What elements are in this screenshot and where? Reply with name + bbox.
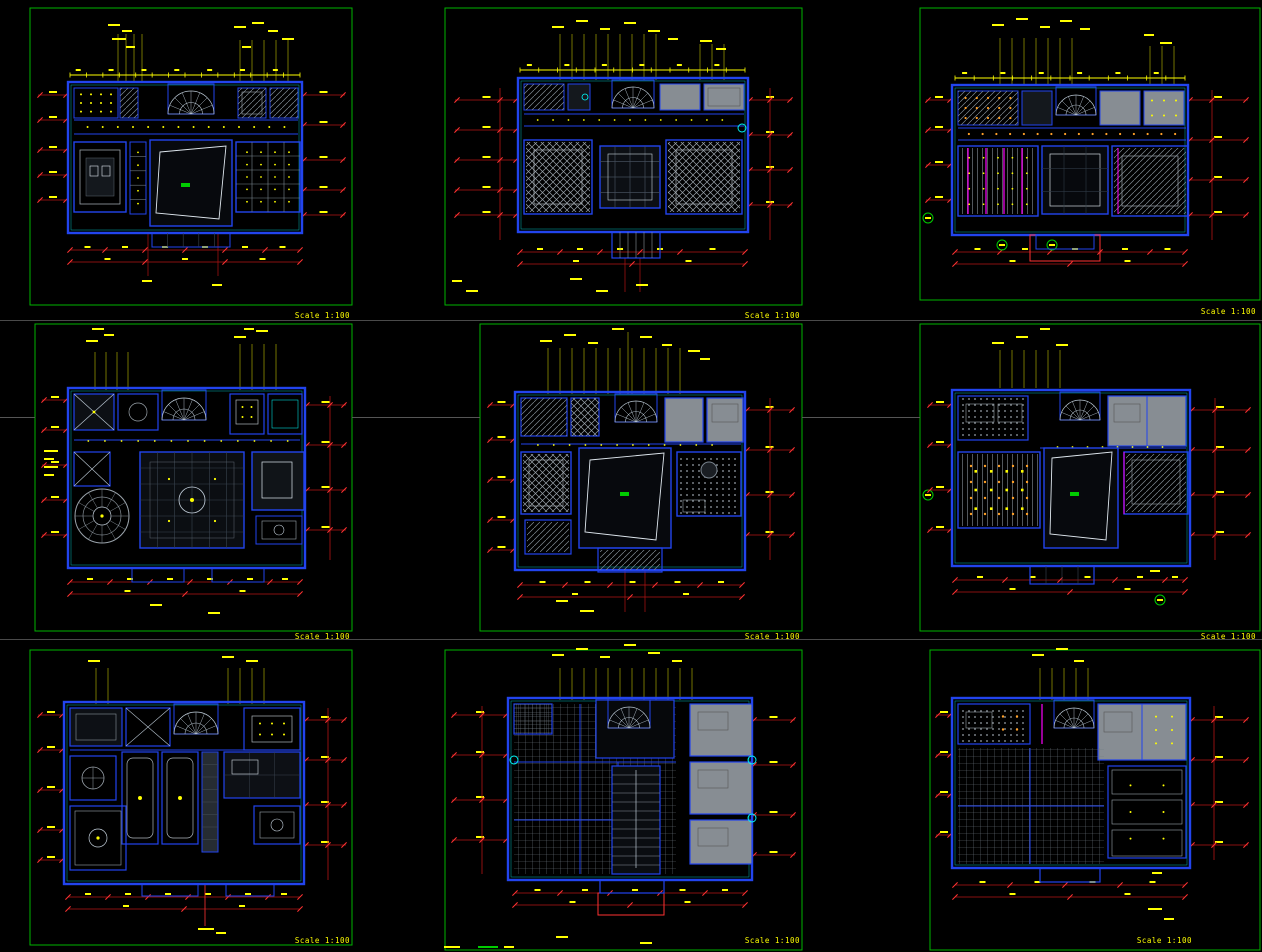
plan-panel-2[interactable] bbox=[444, 7, 803, 306]
grid-line-segment bbox=[352, 417, 480, 418]
row-separator-1 bbox=[0, 320, 1262, 321]
plan-panel-5-label: Scale 1:100 bbox=[744, 632, 800, 641]
row-separator-2 bbox=[0, 639, 1262, 640]
dimensions bbox=[922, 328, 1251, 606]
plan-panel-7-label: Scale 1:100 bbox=[294, 936, 350, 945]
plan-panel-9-label: Scale 1:100 bbox=[1136, 936, 1192, 945]
plan-body bbox=[506, 696, 757, 894]
bottom-annotations bbox=[444, 946, 514, 948]
plan-panel-4[interactable] bbox=[34, 323, 353, 632]
plan-panel-2-label: Scale 1:100 bbox=[744, 311, 800, 320]
plan-panel-5[interactable] bbox=[479, 323, 803, 632]
grid-line-segment bbox=[0, 417, 35, 418]
plan-body bbox=[62, 700, 306, 897]
dimensions bbox=[922, 18, 1249, 267]
plan-panel-6-label: Scale 1:100 bbox=[1200, 632, 1256, 641]
plan-panel-8[interactable] bbox=[444, 644, 803, 951]
plan-panel-3-label: Scale 1:100 bbox=[1200, 307, 1256, 316]
plan-body bbox=[66, 386, 307, 583]
dimensions bbox=[487, 328, 795, 612]
plan-body bbox=[516, 76, 750, 259]
dimensions bbox=[452, 20, 793, 292]
dimensions bbox=[41, 328, 347, 614]
dimensions bbox=[37, 22, 346, 286]
dimensions bbox=[451, 644, 796, 944]
plan-body bbox=[950, 83, 1190, 262]
grid-line-segment bbox=[802, 417, 920, 418]
plan-panel-3[interactable] bbox=[919, 7, 1261, 301]
plan-body bbox=[950, 696, 1192, 883]
plan-body bbox=[950, 388, 1192, 585]
plan-panel-6[interactable] bbox=[919, 323, 1261, 632]
plan-panel-8-label: Scale 1:100 bbox=[744, 936, 800, 945]
plan-panel-1[interactable] bbox=[29, 7, 353, 306]
dimensions bbox=[37, 656, 347, 934]
plan-body bbox=[513, 390, 747, 573]
plan-panel-7[interactable] bbox=[29, 649, 353, 946]
plan-panel-9[interactable] bbox=[929, 648, 1261, 951]
plan-panel-4-label: Scale 1:100 bbox=[294, 632, 350, 641]
dimensions bbox=[935, 648, 1249, 920]
plan-body bbox=[66, 80, 304, 248]
plan-panel-1-label: Scale 1:100 bbox=[294, 311, 350, 320]
